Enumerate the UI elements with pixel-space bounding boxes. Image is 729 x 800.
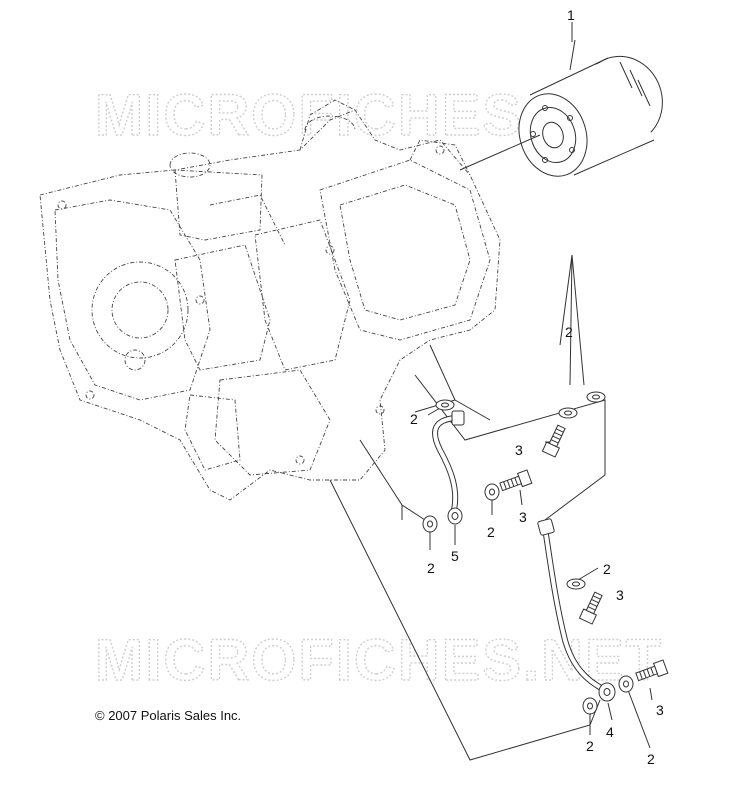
- callout-2-lower-left: 2: [427, 560, 435, 576]
- callout-2-bottom-right: 2: [647, 751, 655, 767]
- bolts: [499, 424, 669, 682]
- callout-3-bottom-right: 3: [656, 702, 664, 718]
- callout-4: 4: [606, 724, 614, 740]
- watermark-bottom: MICROFICHES.NET: [95, 628, 663, 693]
- callout-5: 5: [451, 548, 459, 564]
- callout-2-top: 2: [565, 324, 573, 340]
- oil-filter: [518, 39, 663, 177]
- engine-crankcase: [39, 99, 501, 501]
- callout-2-bottom: 2: [586, 738, 594, 754]
- oil-line-short: [432, 410, 465, 525]
- callout-1: 1: [567, 7, 575, 23]
- callout-2-right: 2: [603, 561, 611, 577]
- callout-3-mid: 3: [519, 509, 527, 525]
- copyright-notice: © 2007 Polaris Sales Inc.: [95, 708, 242, 723]
- callout-2-mid: 2: [487, 524, 495, 540]
- callout-3-top: 3: [515, 442, 523, 458]
- oil-line-long: [537, 518, 616, 702]
- washers: [422, 391, 634, 715]
- filter-leader-line: [459, 134, 541, 171]
- callout-2-left: 2: [410, 411, 418, 427]
- callout-3-right: 3: [616, 587, 624, 603]
